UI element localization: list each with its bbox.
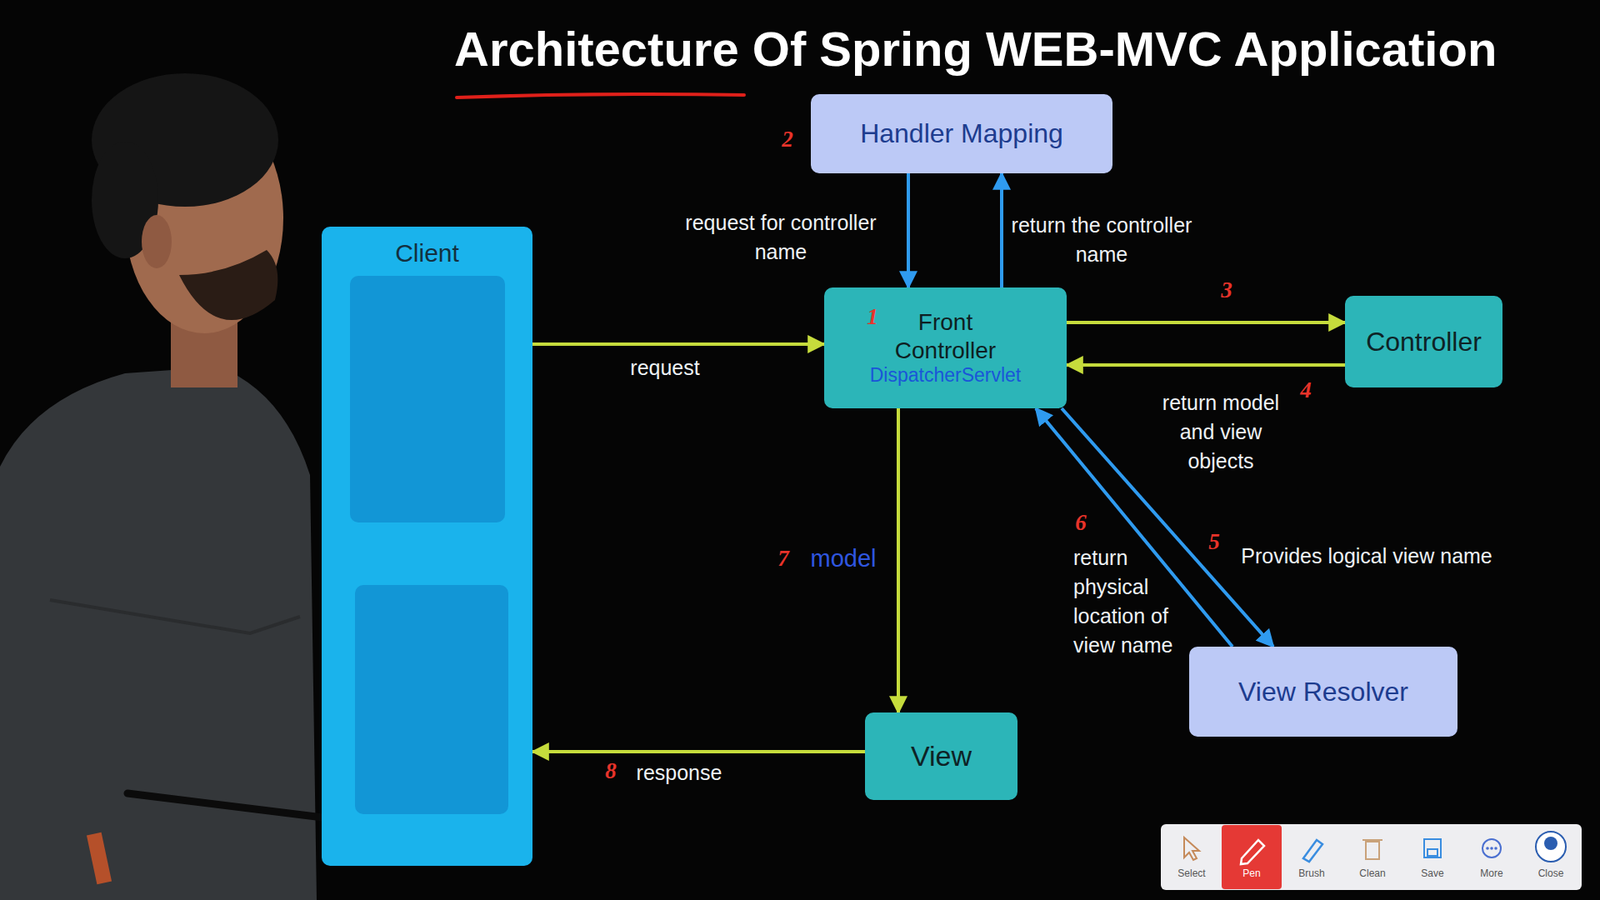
toolbar-label: Clean <box>1359 868 1385 880</box>
toolbar-label: Save <box>1420 868 1444 880</box>
flow-arrow <box>532 750 865 754</box>
node-label: Client <box>395 238 460 269</box>
edge-label: Provides logical view name <box>1240 541 1493 571</box>
edge-label: request for controller name <box>660 208 902 267</box>
flow-arrow <box>1066 363 1345 367</box>
edge-label: return the controller name <box>1005 210 1198 270</box>
node-label: Front Controller <box>883 308 1009 365</box>
flow-arrow <box>896 408 900 713</box>
callout-number: 8 <box>605 759 617 785</box>
toolbar-label: Select <box>1177 868 1205 880</box>
callout-number: 7 <box>777 546 790 572</box>
view-box: View <box>865 712 1018 800</box>
callout-number: 4 <box>1300 378 1312 404</box>
edge-label: request <box>630 353 700 383</box>
toolbar-label: Brush <box>1298 868 1325 880</box>
edge-label: return physical location of view name <box>1073 543 1182 660</box>
edge-label: response <box>636 758 723 788</box>
toolbar-label: Pen <box>1242 868 1260 880</box>
edge-label: return model and view objects <box>1145 388 1296 476</box>
node-label: View <box>910 739 972 774</box>
diagram-title: Architecture Of Spring WEB-MVC Applicati… <box>454 25 1497 74</box>
screen-panel <box>355 585 509 815</box>
presenter-figure <box>0 73 357 900</box>
toolbar <box>1160 824 1582 890</box>
node-label: Controller <box>1365 325 1482 358</box>
flow-arrow <box>532 342 825 346</box>
callout-number: 3 <box>1220 278 1233 304</box>
callout-number: 6 <box>1075 510 1087 536</box>
client-box: Client <box>321 226 533 866</box>
flow-arrow <box>1000 173 1004 288</box>
front-controller-box: Front ControllerDispatcherServlet <box>824 287 1067 409</box>
callout-number: 1 <box>866 305 879 330</box>
flow-arrow <box>906 173 910 288</box>
node-sublabel: DispatcherServlet <box>870 364 1022 388</box>
screen-panel <box>350 275 505 523</box>
toolbar-label: More <box>1480 868 1503 880</box>
handler-mapping-box: Handler Mapping <box>810 94 1113 174</box>
flow-arrow <box>1066 320 1345 325</box>
view-resolver-box: View Resolver <box>1189 646 1458 737</box>
toolbar-label: Close <box>1538 868 1565 880</box>
edge-label: model <box>810 541 877 576</box>
callout-number: 2 <box>781 127 794 153</box>
callout-number: 5 <box>1208 530 1220 555</box>
title-underline <box>456 94 745 98</box>
node-label: Handler Mapping <box>860 117 1064 150</box>
node-label: View Resolver <box>1238 675 1409 708</box>
controller-box: Controller <box>1345 295 1503 388</box>
